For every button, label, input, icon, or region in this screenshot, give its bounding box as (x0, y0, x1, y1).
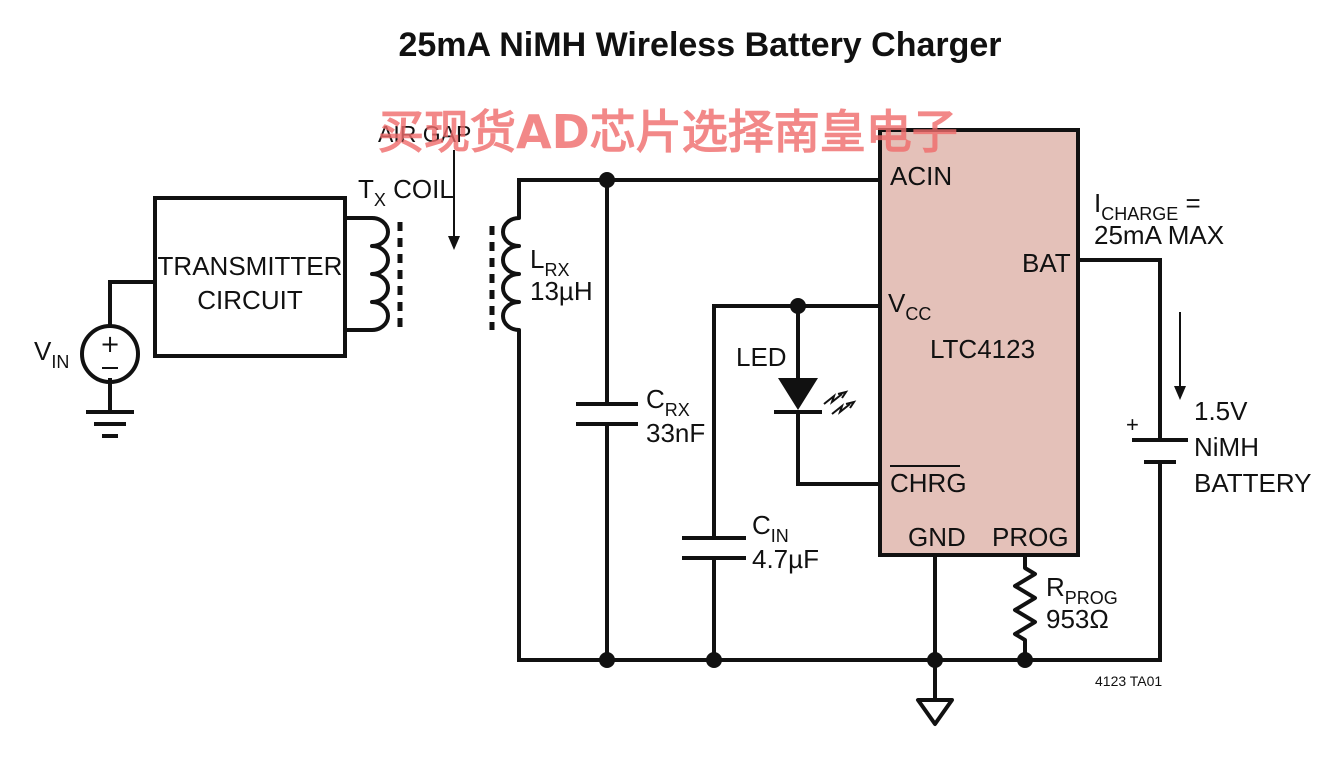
vin-plus-sign: + (100, 330, 120, 358)
crx-label: CRX (646, 384, 690, 420)
transmitter-label-line1: TRANSMITTER (158, 251, 343, 281)
ic-part-number: LTC4123 (930, 334, 1035, 364)
icharge-label: ICHARGE = (1094, 188, 1201, 224)
vcc-wire (712, 304, 882, 662)
vin-wire (108, 280, 157, 412)
charge-current-arrow-head (1174, 386, 1186, 400)
bat-wire (1076, 258, 1162, 662)
vin-label: VIN (34, 336, 69, 372)
transmitter-label-line2: CIRCUIT (197, 285, 303, 315)
battery-label: BATTERY (1194, 468, 1312, 498)
lrx-value: 13µH (530, 276, 593, 306)
pin-chrg-label: CHRG (890, 468, 967, 498)
transmitter-circuit-block (153, 196, 347, 358)
rx-coil-symbol (501, 178, 521, 662)
crx-ground-junction-dot (599, 652, 615, 668)
cin-label: CIN (752, 510, 789, 546)
led-diode-symbol (778, 378, 818, 410)
battery-voltage-label: 1.5V (1194, 396, 1248, 426)
crx-value: 33nF (646, 418, 705, 448)
led-light-rays-icon (823, 390, 857, 415)
cin-value: 4.7µF (752, 544, 819, 574)
figure-id: 4123 TA01 (1095, 673, 1162, 689)
tx-coil-label: TX COIL (358, 174, 454, 210)
battery-type-label: NiMH (1194, 432, 1259, 462)
ground-symbol-source (86, 410, 134, 438)
diagram-title: 25mA NiMH Wireless Battery Charger (398, 26, 1001, 64)
pin-bat-label: BAT (1022, 248, 1071, 278)
vin-source-symbol (80, 324, 140, 384)
led-wire (796, 304, 882, 486)
pin-prog-label: PROG (992, 522, 1069, 552)
led-label: LED (736, 342, 787, 372)
rprog-label: RPROG (1046, 572, 1118, 608)
battery-plus-sign: + (1126, 412, 1139, 437)
tx-coil-symbol (343, 216, 390, 332)
air-gap-label: AIR GAP (378, 121, 471, 147)
lrx-label: LRX (530, 244, 569, 280)
ground-symbol-ic (916, 698, 954, 726)
pin-acin-label: ACIN (890, 161, 952, 191)
icharge-value: 25mA MAX (1094, 220, 1224, 250)
pin-gnd-label: GND (908, 522, 966, 552)
pin-vcc-label: VCC (888, 288, 931, 324)
cin-ground-junction-dot (706, 652, 722, 668)
rprog-resistor-symbol (1013, 553, 1037, 662)
watermark: 买现货AD芯片选择南皇电子 (378, 105, 958, 159)
air-gap-arrow-head (448, 236, 460, 250)
rprog-value: 953Ω (1046, 604, 1109, 634)
ltc4123-ic (878, 128, 1080, 557)
